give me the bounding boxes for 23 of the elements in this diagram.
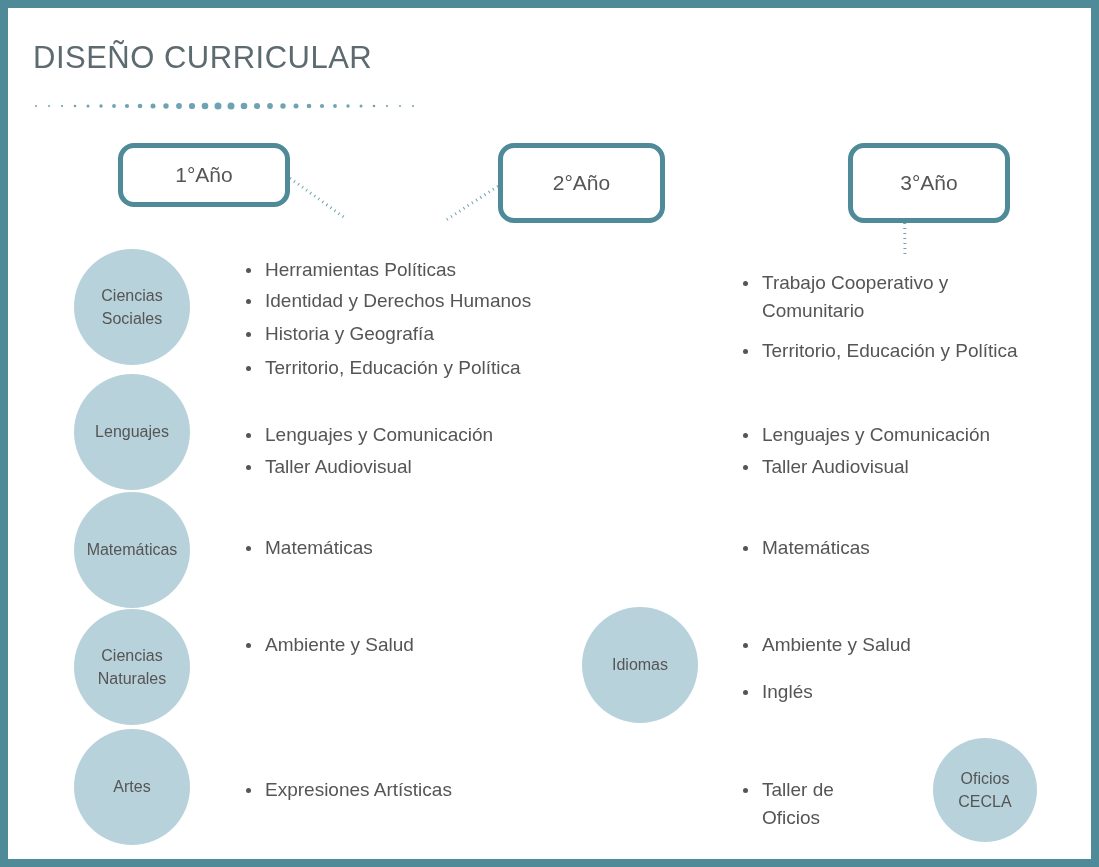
year-box: 2°Año [498, 143, 665, 223]
dotted-connector [445, 184, 499, 222]
dotted-connector [289, 177, 346, 220]
subject-text: Territorio, Educación y Política [265, 356, 522, 380]
subject-text: Taller de Oficios [762, 778, 835, 830]
year-box: 3°Año [848, 143, 1010, 223]
subject-text: Herramientas Políticas [265, 258, 458, 282]
subject-text: Taller Audiovisual [762, 455, 910, 479]
subject-text: Ambiente y Salud [265, 633, 415, 657]
subject-text: Matemáticas [762, 536, 871, 560]
subject-text: Historia y Geografía [265, 322, 435, 346]
subject-text: Trabajo Cooperativo y Comunitario [762, 271, 950, 323]
subject-text: Lenguajes y Comunicación [762, 423, 992, 447]
subject-text: Lenguajes y Comunicación [265, 423, 495, 447]
subject-text: Territorio, Educación y Política [762, 339, 1019, 363]
diagram-title: DISEÑO CURRICULAR [33, 40, 373, 76]
subject-text: Expresiones Artísticas [265, 778, 453, 802]
subject-text: Matemáticas [265, 536, 374, 560]
subject-text: Taller Audiovisual [265, 455, 413, 479]
subject-text: Ambiente y Salud [762, 633, 912, 657]
year-box: 1°Año [118, 143, 290, 207]
subject-text: Inglés [762, 680, 814, 704]
subject-text: Identidad y Derechos Humanos [265, 289, 533, 313]
